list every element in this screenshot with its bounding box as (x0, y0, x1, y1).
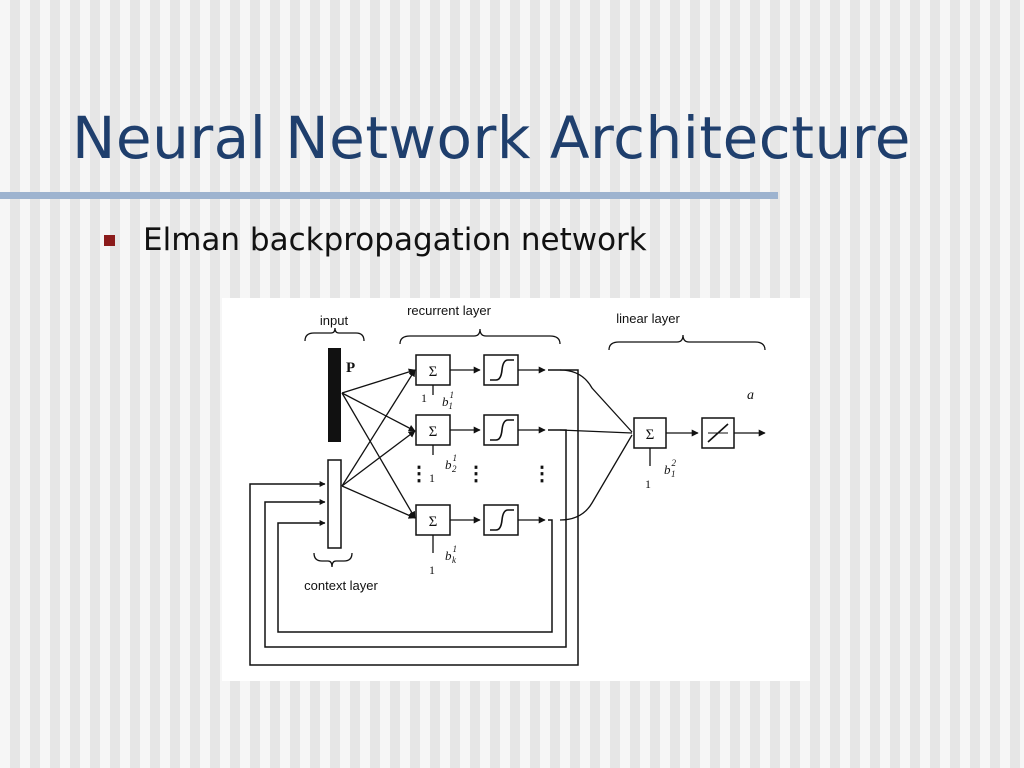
input-connections (341, 368, 416, 519)
bias-b1-k-base: b (445, 548, 452, 563)
input-label: input (320, 313, 349, 328)
tansig-node-1 (483, 354, 519, 386)
svg-text:b11: b11 (442, 390, 454, 411)
sum-node-1 (415, 354, 451, 386)
bias-b1-k-sup: 1 (453, 544, 458, 554)
sum-symbol-k: Σ (429, 514, 438, 530)
sum-node-k (415, 504, 451, 536)
bullet-item: Elman backpropagation network (104, 222, 647, 258)
feedback-loops (249, 369, 579, 666)
bias-b2-1-base: b (664, 462, 671, 477)
sigmoid-icon (490, 509, 514, 531)
input-vector-bar (328, 348, 341, 442)
bias-b1-1-sub: 1 (448, 401, 453, 411)
svg-text:b1k: b1k (445, 544, 457, 565)
input-brace (304, 327, 365, 342)
bias-b1-1-sup: 1 (450, 390, 454, 400)
bias-input-2: 1 (429, 471, 435, 485)
svg-text:b21: b21 (664, 458, 677, 479)
bias-b1-2-base: b (445, 457, 452, 472)
bias-b1-k-sub: k (452, 555, 457, 565)
bullet-marker-icon (104, 234, 115, 246)
ellipsis-biases: ⋮ (466, 463, 486, 485)
sum-symbol-2: Σ (429, 424, 438, 440)
title-divider (0, 192, 778, 199)
context-layer-bar (327, 459, 342, 549)
recurrent-to-linear-connections (559, 369, 633, 521)
bullet-text: Elman backpropagation network (143, 222, 647, 258)
bias-input-1: 1 (421, 391, 427, 405)
elman-network-diagram: input recurrent layer linear layer conte… (222, 298, 810, 681)
ellipsis-outputs: ⋮ (532, 463, 552, 485)
context-layer-label: context layer (304, 578, 378, 593)
linear-layer-brace (608, 334, 766, 351)
bias-input-linear: 1 (645, 477, 651, 491)
linear-sum-symbol: Σ (646, 427, 655, 443)
output-label: a (747, 388, 754, 403)
slide-title: Neural Network Architecture (72, 104, 911, 172)
linear-layer-label: linear layer (616, 311, 680, 326)
bias-b1-2-sup: 1 (453, 453, 458, 463)
sigmoid-icon (490, 359, 514, 381)
svg-text:b12: b12 (445, 453, 457, 474)
input-vector-label: P (346, 360, 355, 376)
context-layer-brace (313, 552, 353, 568)
bias-b2-1-sub: 1 (671, 469, 676, 479)
recurrent-layer-brace (399, 328, 561, 345)
bias-b1-1-base: b (442, 394, 449, 409)
ellipsis-neurons: ⋮ (409, 463, 429, 485)
bias-b1-2-sub: 2 (452, 464, 457, 474)
linear-sum-node (633, 417, 667, 449)
recurrent-layer-label: recurrent layer (407, 303, 491, 318)
sum-symbol-1: Σ (429, 364, 438, 380)
bias-b2-1-sup: 2 (672, 458, 677, 468)
diagram-svg: input recurrent layer linear layer conte… (249, 303, 766, 666)
bias-input-k: 1 (429, 563, 435, 577)
sigmoid-icon (490, 419, 514, 441)
